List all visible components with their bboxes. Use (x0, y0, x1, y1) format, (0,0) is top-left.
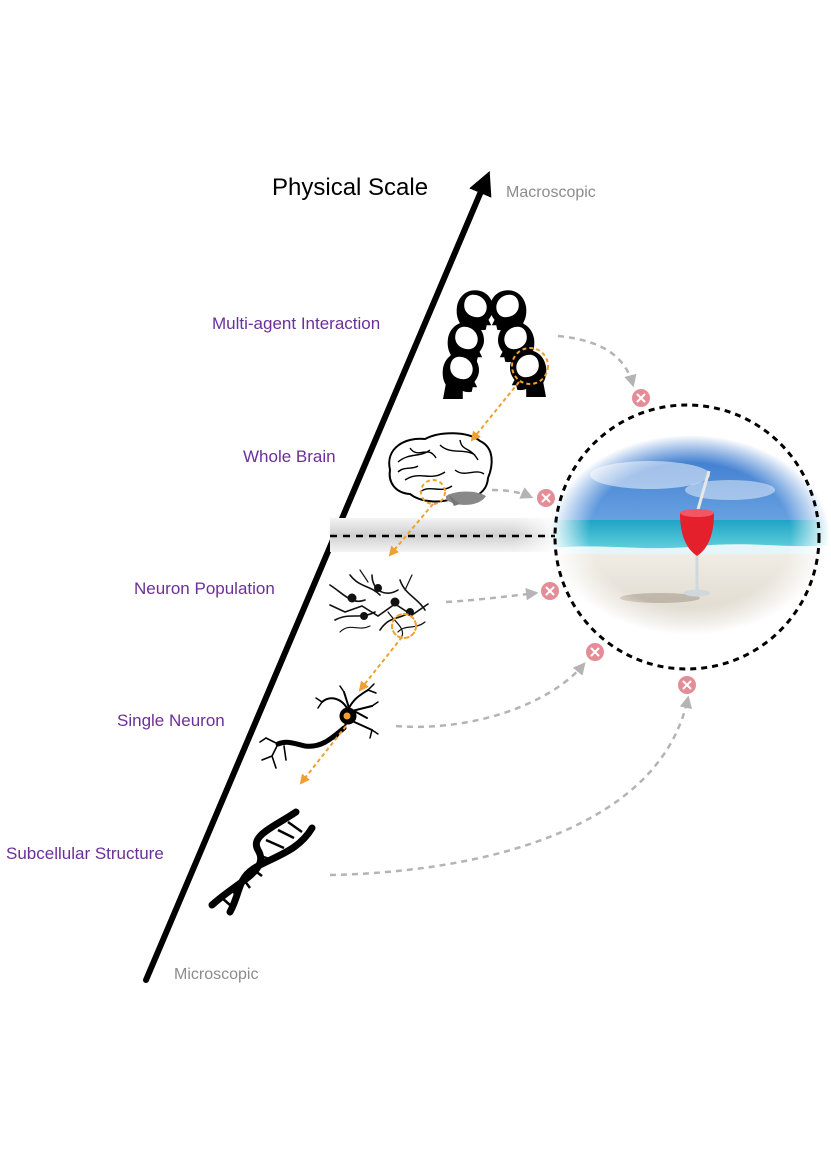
macroscopic-label: Macroscopic (506, 184, 596, 201)
level-label-single-neuron: Single Neuron (117, 711, 225, 730)
scale-cut-bar (330, 518, 560, 552)
level-label-whole-brain: Whole Brain (243, 447, 336, 466)
blocked-icon (677, 675, 697, 695)
axis-title: Physical Scale (272, 174, 429, 201)
blocked-icon (540, 581, 560, 601)
dna-icon (208, 808, 316, 916)
blocked-icon (585, 642, 605, 662)
target-circle (553, 403, 821, 671)
blocked-icon (536, 488, 556, 508)
link-arrows (329, 334, 693, 877)
microscopic-label: Microscopic (174, 966, 259, 983)
scale-axis (143, 170, 492, 983)
heads-icon (442, 290, 549, 399)
level-label-multi-agent: Multi-agent Interaction (212, 314, 381, 333)
brain-icon (388, 432, 493, 506)
blocked-icon (631, 388, 651, 408)
level-label-subcellular: Subcellular Structure (6, 844, 164, 863)
beach-drink-icon (550, 430, 830, 644)
neuron-population-icon (329, 569, 429, 639)
neuron-icon (259, 683, 379, 769)
zoom-arrows (299, 381, 520, 785)
level-label-neuron-population: Neuron Population (134, 579, 275, 598)
